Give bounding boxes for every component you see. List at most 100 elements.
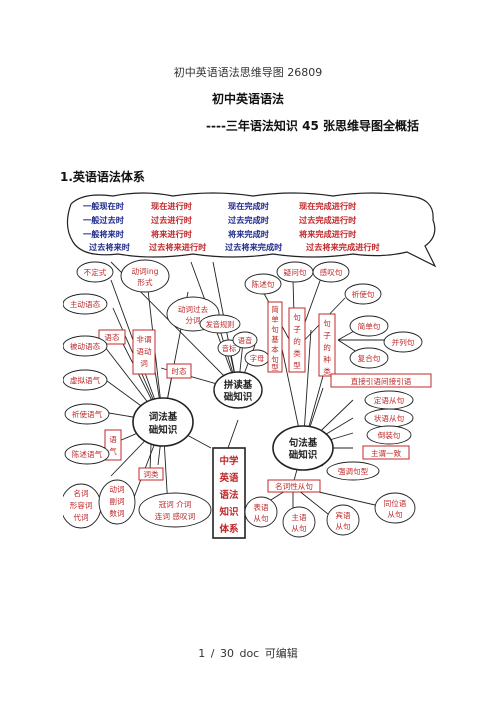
document-title: 初中英语语法 [211, 92, 284, 106]
node-label: 形式 [137, 277, 153, 287]
page-number: 1 [198, 647, 206, 660]
node-label: 被动语态 [70, 341, 101, 351]
node-label: 名词 [73, 488, 88, 498]
tense-cell: 将来完成进行时 [299, 229, 357, 239]
hub-label: 词法基 [149, 411, 178, 423]
tense-cell: 过去将来时 [89, 242, 131, 252]
node-label: 形容词 [70, 500, 93, 510]
node-cloud [63, 335, 108, 357]
node-label: 倒装句 [378, 430, 401, 440]
lexical-hub [132, 397, 194, 447]
grammar-mindmap-image: 一般现在时 现在进行时 现在完成时 现在完成进行时 一般过去时 过去进行时 过去… [63, 190, 440, 542]
footer-note: doc 可编辑 [239, 647, 298, 660]
node-label: 代词 [73, 512, 88, 522]
node-label: 定语从句 [374, 395, 404, 405]
node-label: 非谓 [136, 334, 152, 344]
node-box [166, 363, 192, 379]
node-label: 类 [293, 348, 301, 358]
page-separator: / [210, 647, 215, 660]
tense-cell: 将来进行时 [151, 229, 193, 239]
tense-cell: 一般过去时 [83, 215, 125, 225]
node-label: 型 [271, 363, 279, 372]
tense-cell: 现在完成时 [228, 201, 270, 211]
node-cloud [120, 259, 170, 293]
node-label: 动词ing [132, 266, 159, 276]
node-cloud [312, 261, 350, 283]
hub-label: 拼读基 [224, 379, 253, 391]
node-cloud [199, 314, 241, 334]
node-label: 分词 [185, 316, 200, 325]
node-label: 祈使语气 [72, 409, 103, 419]
center-label: 英语 [219, 472, 239, 484]
node-cloud [244, 496, 278, 528]
node-label: 从句 [253, 513, 268, 523]
node-label: 语动 [136, 346, 152, 356]
tense-cell: 一般将来时 [83, 229, 125, 239]
node-label: 数词 [109, 508, 124, 518]
node-cloud [282, 506, 316, 538]
tense-cell: 过去将来进行时 [149, 242, 207, 252]
node-box [267, 301, 283, 373]
node-cloud [349, 315, 389, 337]
center-label: 体系 [219, 523, 239, 535]
node-label: 语 [109, 434, 117, 444]
tense-cell: 现在完成进行时 [299, 201, 357, 211]
node-label: 语态 [104, 332, 120, 342]
node-box [267, 479, 321, 493]
node-label: 冠词 介词 [159, 500, 192, 509]
tense-cell: 过去将来完成时 [225, 242, 283, 252]
node-label: 陈述语气 [72, 449, 103, 459]
node-cloud [63, 293, 108, 315]
node-label: 型 [293, 361, 301, 370]
node-label: 动词过去 [178, 304, 209, 314]
hub-label: 句法基 [289, 437, 318, 449]
node-label: 直接引语间接引语 [351, 376, 412, 386]
node-label: 句 [271, 354, 279, 364]
node-box [132, 329, 156, 375]
node-cloud [64, 443, 110, 465]
node-label: 感叹句 [320, 267, 343, 277]
node-box [330, 373, 432, 388]
node-box [138, 467, 164, 481]
node-label: 本 [271, 344, 279, 354]
node-label: 表语 [253, 502, 269, 512]
node-label: 简单句 [358, 321, 381, 331]
page-footer: 1 / 30 doc 可编辑 [0, 645, 496, 661]
center-box [212, 447, 246, 539]
node-label: 词类 [143, 469, 159, 479]
node-label: 从句 [335, 521, 350, 531]
node-label: 词 [140, 359, 148, 368]
node-label: 气 [109, 446, 117, 456]
tense-cell: 现在进行时 [151, 201, 193, 211]
document-header: 初中英语语法思维导图 26809 [173, 66, 323, 79]
node-cloud [383, 331, 423, 353]
hub-label: 础知识 [289, 449, 318, 461]
node-label: 句 [271, 324, 279, 334]
node-label: 简 [271, 304, 279, 314]
node-cloud [326, 461, 380, 481]
node-label: 从句 [387, 509, 402, 519]
node-label: 复合句 [358, 353, 381, 363]
node-label: 句 [293, 312, 301, 322]
node-label: 发音规则 [206, 320, 235, 329]
node-cloud [344, 283, 382, 305]
node-cloud [76, 261, 114, 283]
node-label: 状语从句 [374, 413, 404, 423]
node-label: 从句 [291, 523, 306, 533]
tense-cloud [66, 192, 437, 268]
node-box [318, 313, 336, 377]
node-cloud [244, 273, 282, 295]
tense-cell: 过去完成时 [228, 215, 270, 225]
node-label: 虚拟语气 [70, 375, 101, 385]
node-label: 主谓一致 [371, 448, 402, 458]
node-label: 不定式 [84, 267, 107, 277]
node-label: 的 [293, 336, 301, 346]
node-label: 名词性从句 [275, 481, 313, 491]
syntax-hub [272, 425, 334, 471]
center-label: 语法 [219, 489, 239, 501]
node-label: 并列句 [392, 337, 415, 347]
node-cloud [366, 425, 412, 445]
tense-cell: 一般现在时 [83, 201, 125, 211]
node-label: 连词 感叹词 [155, 511, 195, 521]
node-label: 的 [323, 342, 331, 352]
